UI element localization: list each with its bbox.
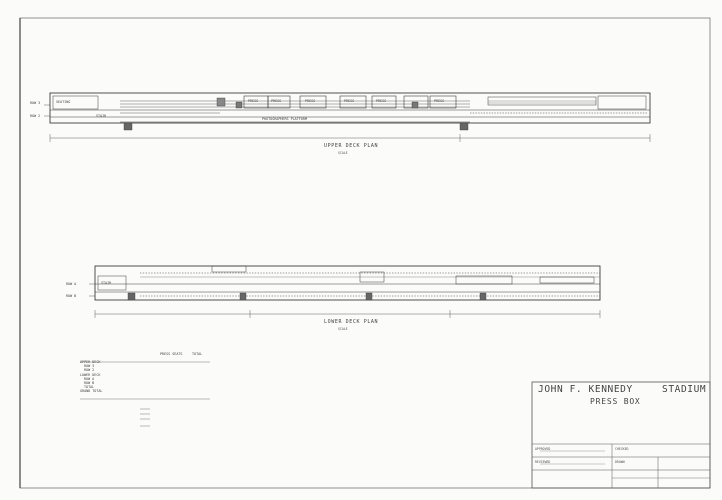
upper-row-label-3: ROW 3 [30, 101, 41, 105]
schedule-row: GRAND TOTAL [80, 389, 210, 393]
title-block-subtitle: PRESS BOX [590, 397, 641, 406]
schedule-row: ROW B [80, 381, 210, 385]
title-block-drawn: DRAWN [615, 460, 625, 464]
lower-row-label-b: ROW B [66, 294, 77, 298]
upper-corridor-label: PHOTOGRAPHERS PLATFORM [262, 117, 307, 121]
title-block-checked: CHECKED [615, 447, 629, 451]
schedule-row: ROW 3 [80, 364, 210, 368]
upper-deck-scale: SCALE [338, 151, 348, 155]
schedule-row: ROW 2 [80, 368, 210, 372]
title-block-reviewed: REVIEWED [535, 460, 551, 464]
lower-deck-scale: SCALE [338, 327, 348, 331]
seat-schedule-lines [80, 361, 210, 427]
lower-deck-title: LOWER DECK PLAN [324, 319, 379, 325]
schedule-header-cell: TOTAL [192, 352, 203, 356]
schedule-header-cell [120, 352, 160, 356]
sheet-border [19, 17, 711, 489]
schedule-cell: ROW A [84, 376, 95, 381]
schedule-cell: ROW 3 [84, 364, 95, 369]
title-block-approved: APPROVED [535, 447, 551, 451]
lower-row-label-a: ROW A [66, 282, 77, 286]
lower-deck-plan [89, 265, 601, 318]
upper-room-label: PRESS [434, 99, 445, 103]
upper-row-label-2: ROW 2 [30, 114, 41, 118]
schedule-cell: UPPER DECK [80, 360, 101, 364]
upper-room-label: PRESS [271, 99, 282, 103]
upper-stair-note: STAIR [96, 114, 107, 118]
schedule-header-cell: PRESS SEATS [160, 352, 183, 356]
upper-room-label: PRESS [376, 99, 387, 103]
schedule-cell: LOWER DECK [80, 372, 101, 377]
title-block-stadium: STADIUM [662, 384, 707, 395]
lower-stair-note: STAIR [101, 281, 112, 285]
schedule-row: LOWER DECK [80, 373, 210, 377]
schedule-row: TOTAL [80, 385, 210, 389]
upper-room-label: PRESS [344, 99, 355, 103]
schedule-cell: GRAND TOTAL [80, 389, 103, 394]
upper-room-label: PRESS [248, 99, 259, 103]
upper-left-seating-note: SEATING [56, 100, 71, 104]
seat-schedule: PRESS SEATS TOTAL UPPER DECK ROW 3 ROW 2… [80, 352, 210, 394]
schedule-header: PRESS SEATS TOTAL [80, 352, 210, 356]
schedule-row: ROW A [80, 377, 210, 381]
schedule-cell: ROW 2 [84, 368, 95, 373]
schedule-cell: ROW B [84, 380, 95, 385]
schedule-row: UPPER DECK [80, 360, 210, 364]
title-block-frame [531, 381, 711, 489]
upper-room-label: PRESS [305, 99, 316, 103]
upper-deck-title: UPPER DECK PLAN [324, 143, 379, 149]
upper-deck-plan [44, 92, 651, 142]
schedule-header-cell [80, 352, 120, 356]
schedule-cell: TOTAL [84, 385, 95, 390]
title-block-name: JOHN F. KENNEDY [538, 384, 633, 395]
